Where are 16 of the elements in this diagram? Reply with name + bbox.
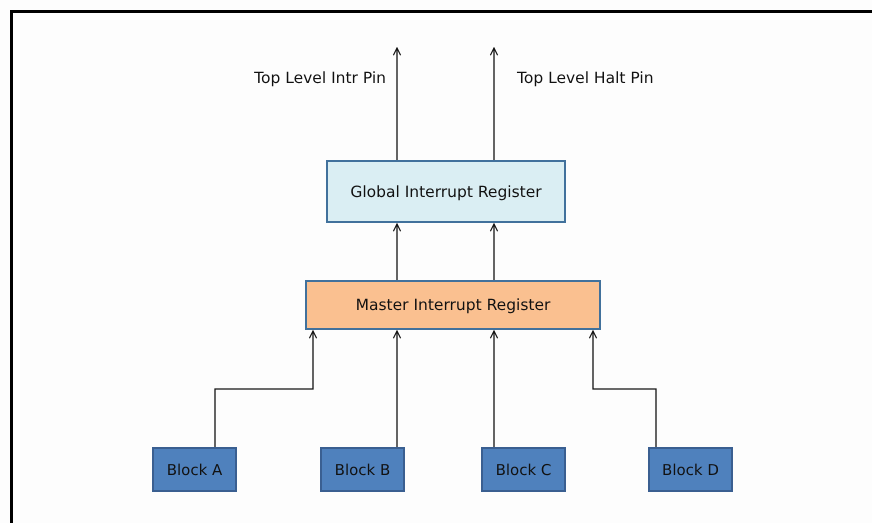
pin-label: Top Level Halt Pin <box>517 69 654 87</box>
arrow <box>392 223 402 280</box>
arrow <box>588 330 657 447</box>
arrow <box>392 47 402 160</box>
register-box: Global Interrupt Register <box>326 160 566 223</box>
pin-label: Top Level Intr Pin <box>254 69 386 87</box>
arrow <box>392 330 402 447</box>
block-box: Block D <box>648 447 733 492</box>
arrow <box>214 330 318 447</box>
block-box: Block B <box>320 447 405 492</box>
register-box: Master Interrupt Register <box>305 280 601 330</box>
block-box: Block C <box>481 447 566 492</box>
arrow <box>490 223 498 280</box>
block-box: Block A <box>152 447 237 492</box>
arrow <box>490 47 498 160</box>
arrow <box>490 330 498 447</box>
